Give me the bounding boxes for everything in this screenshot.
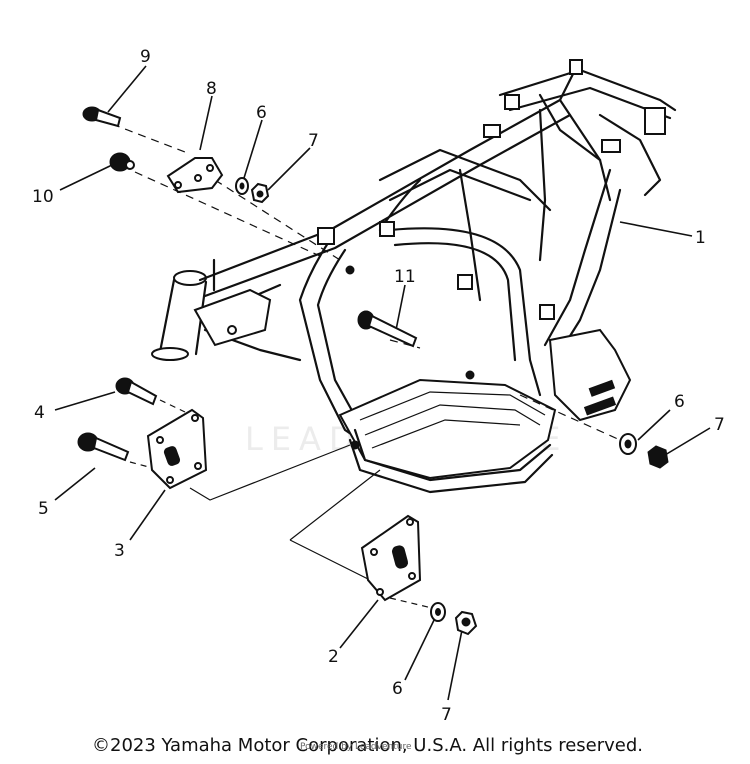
callout-8: 8 xyxy=(206,79,217,99)
callout-6-upper: 6 xyxy=(256,103,267,123)
callout-7-right: 7 xyxy=(714,415,725,435)
callout-6-lower: 6 xyxy=(392,679,403,699)
callout-11: 11 xyxy=(394,267,416,287)
powered-by-footnote: Powered by Leadventure xyxy=(300,742,412,752)
callout-3: 3 xyxy=(114,541,125,561)
engine-bracket-2[interactable] xyxy=(360,514,422,602)
callout-5: 5 xyxy=(38,499,49,519)
callout-9: 9 xyxy=(140,47,151,67)
nut-10[interactable] xyxy=(109,152,135,172)
callout-10: 10 xyxy=(32,187,54,207)
callout-6-right: 6 xyxy=(674,392,685,412)
callout-1: 1 xyxy=(695,228,706,248)
callout-7-lower: 7 xyxy=(441,705,452,725)
callout-2: 2 xyxy=(328,647,339,667)
bolt-11[interactable] xyxy=(357,310,418,348)
nut-7-upper[interactable] xyxy=(250,182,270,204)
leader-lines xyxy=(54,65,711,701)
washer-6-lower[interactable] xyxy=(430,602,446,622)
bolt-4[interactable] xyxy=(115,377,158,406)
bolt-5[interactable] xyxy=(77,432,130,462)
callout-labels: 1 2 3 4 5 6 6 6 7 7 7 8 9 10 11 xyxy=(32,47,725,725)
engine-bracket-3[interactable] xyxy=(146,408,208,490)
bolt-9[interactable] xyxy=(82,106,122,128)
washer-6-right[interactable] xyxy=(619,433,637,455)
bracket-8[interactable] xyxy=(166,157,224,194)
callout-7-upper: 7 xyxy=(308,131,319,151)
washer-6-upper[interactable] xyxy=(235,177,249,195)
main-frame[interactable] xyxy=(151,59,677,494)
nut-7-right[interactable] xyxy=(647,445,669,469)
copyright-notice: ©2023 Yamaha Motor Corporation, U.S.A. A… xyxy=(92,735,644,756)
nut-7-lower[interactable] xyxy=(454,610,478,636)
callout-4: 4 xyxy=(34,403,45,423)
